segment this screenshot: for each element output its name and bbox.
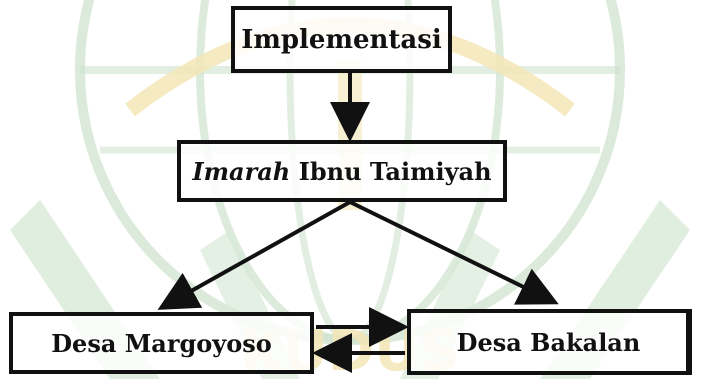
node-imarah-label-rest: Ibnu Taimiyah (298, 156, 492, 186)
arrow-middle-to-right (349, 200, 559, 305)
node-desa-bakalan: Desa Bakalan (407, 309, 692, 375)
node-implementasi-label: Implementasi (241, 24, 442, 55)
node-imarah-ibnu-taimiyah: Imarah Ibnu Taimiyah (177, 140, 507, 202)
node-desa-margoyoso: Desa Margoyoso (9, 312, 314, 374)
node-imarah-label-italic: Imarah (192, 156, 291, 186)
node-desa-margoyoso-label: Desa Margoyoso (51, 328, 272, 358)
node-desa-bakalan-label: Desa Bakalan (456, 327, 641, 357)
node-implementasi: Implementasi (231, 6, 452, 73)
arrow-middle-to-left (157, 200, 351, 310)
